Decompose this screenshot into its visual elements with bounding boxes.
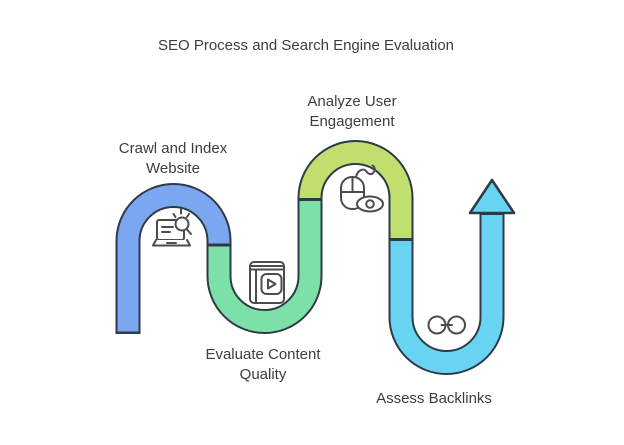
step-label-crawl-and-index: Crawl and Index Website [118, 140, 228, 177]
step-label-analyze-engagement: Analyze User Engagement [307, 93, 397, 130]
arrow-up-head [468, 178, 516, 215]
step-label-assess-backlinks: Assess Backlinks [376, 390, 492, 407]
step-label-evaluate-content: Evaluate Content Quality [205, 346, 321, 383]
laptop-search-icon [152, 208, 192, 247]
segment-crawl-and-index [117, 185, 230, 332]
book-play-icon [249, 261, 285, 304]
mouse-eye-icon [340, 164, 384, 213]
segment-analyze-engagement [299, 142, 412, 238]
segment-evaluate-content [208, 201, 321, 332]
diagram-title: SEO Process and Search Engine Evaluation [157, 37, 455, 54]
chain-link-icon [427, 315, 466, 335]
segment-assess-backlinks [390, 215, 503, 373]
